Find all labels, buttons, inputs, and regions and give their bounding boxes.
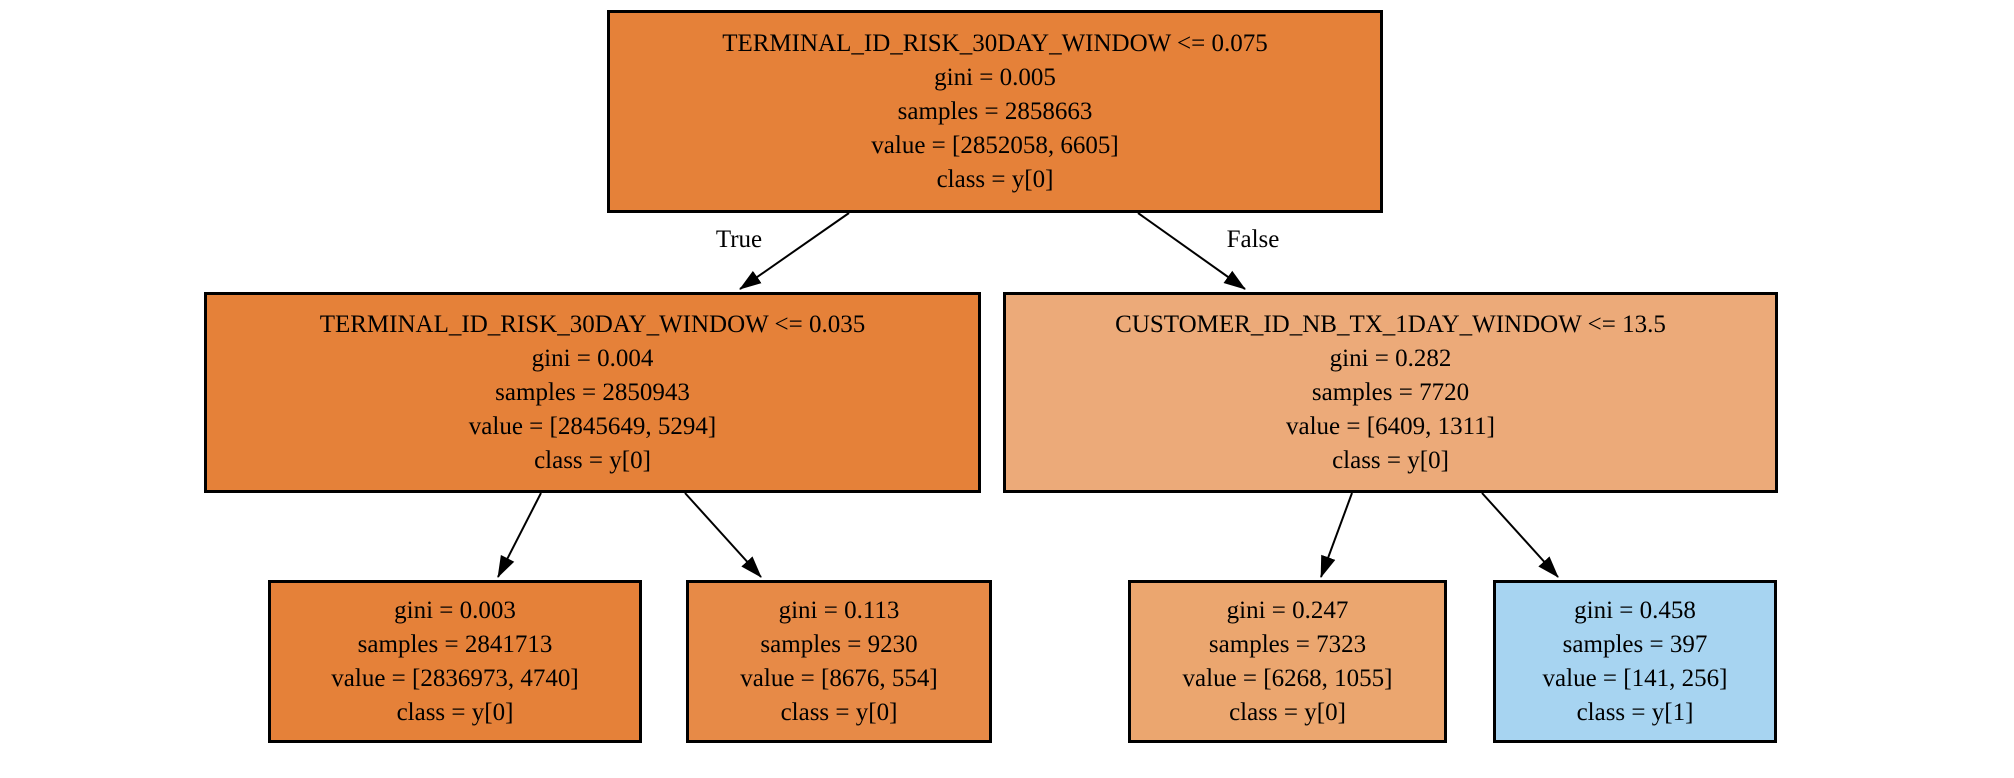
- edge-right-to-leaf-rr: [1481, 492, 1559, 578]
- node-samples: samples = 2858663: [897, 97, 1093, 125]
- edge-left-to-leaf-lr: [684, 492, 762, 578]
- tree-leaf-left-right: gini = 0.113 samples = 9230 value = [867…: [686, 580, 992, 743]
- node-value: value = [141, 256]: [1542, 664, 1728, 692]
- edge-label-false: False: [1226, 226, 1280, 253]
- node-class: class = y[0]: [1229, 698, 1346, 726]
- node-class: class = y[1]: [1576, 698, 1694, 726]
- node-value: value = [6409, 1311]: [1286, 412, 1495, 440]
- node-value: value = [6268, 1055]: [1182, 664, 1393, 692]
- node-gini: gini = 0.247: [1226, 596, 1349, 624]
- node-class: class = y[0]: [780, 698, 898, 726]
- tree-node-root: TERMINAL_ID_RISK_30DAY_WINDOW <= 0.075 g…: [607, 10, 1383, 213]
- node-class: class = y[0]: [936, 165, 1054, 193]
- tree-leaf-left-left: gini = 0.003 samples = 2841713 value = […: [268, 580, 642, 743]
- node-gini: gini = 0.005: [934, 63, 1056, 91]
- node-gini: gini = 0.282: [1329, 344, 1452, 372]
- node-value: value = [2836973, 4740]: [331, 664, 579, 692]
- edge-root-to-left: [739, 212, 850, 290]
- node-samples: samples = 2850943: [495, 378, 690, 406]
- node-condition: TERMINAL_ID_RISK_30DAY_WINDOW <= 0.075: [722, 29, 1268, 57]
- node-condition: CUSTOMER_ID_NB_TX_1DAY_WINDOW <= 13.5: [1115, 310, 1666, 338]
- node-condition: TERMINAL_ID_RISK_30DAY_WINDOW <= 0.035: [319, 310, 866, 338]
- node-class: class = y[0]: [1332, 446, 1449, 474]
- node-gini: gini = 0.458: [1574, 596, 1696, 624]
- edge-root-to-right: [1137, 212, 1246, 290]
- node-gini: gini = 0.004: [531, 344, 654, 372]
- node-class: class = y[0]: [534, 446, 651, 474]
- tree-node-right-child: CUSTOMER_ID_NB_TX_1DAY_WINDOW <= 13.5 gi…: [1003, 292, 1778, 493]
- tree-leaf-right-left: gini = 0.247 samples = 7323 value = [626…: [1128, 580, 1447, 743]
- node-samples: samples = 2841713: [357, 630, 553, 658]
- node-gini: gini = 0.003: [394, 596, 516, 624]
- node-gini: gini = 0.113: [778, 596, 900, 624]
- tree-leaf-right-right: gini = 0.458 samples = 397 value = [141,…: [1493, 580, 1777, 743]
- node-value: value = [8676, 554]: [740, 664, 938, 692]
- node-samples: samples = 7720: [1311, 378, 1470, 406]
- node-samples: samples = 397: [1562, 630, 1708, 658]
- node-samples: samples = 9230: [760, 630, 918, 658]
- node-value: value = [2852058, 6605]: [871, 131, 1119, 159]
- node-value: value = [2845649, 5294]: [468, 412, 717, 440]
- node-samples: samples = 7323: [1208, 630, 1367, 658]
- edge-label-true: True: [715, 226, 763, 253]
- node-class: class = y[0]: [396, 698, 514, 726]
- tree-node-left-child: TERMINAL_ID_RISK_30DAY_WINDOW <= 0.035 g…: [204, 292, 981, 493]
- edge-left-to-leaf-ll: [497, 492, 542, 578]
- edge-right-to-leaf-rl: [1320, 492, 1353, 578]
